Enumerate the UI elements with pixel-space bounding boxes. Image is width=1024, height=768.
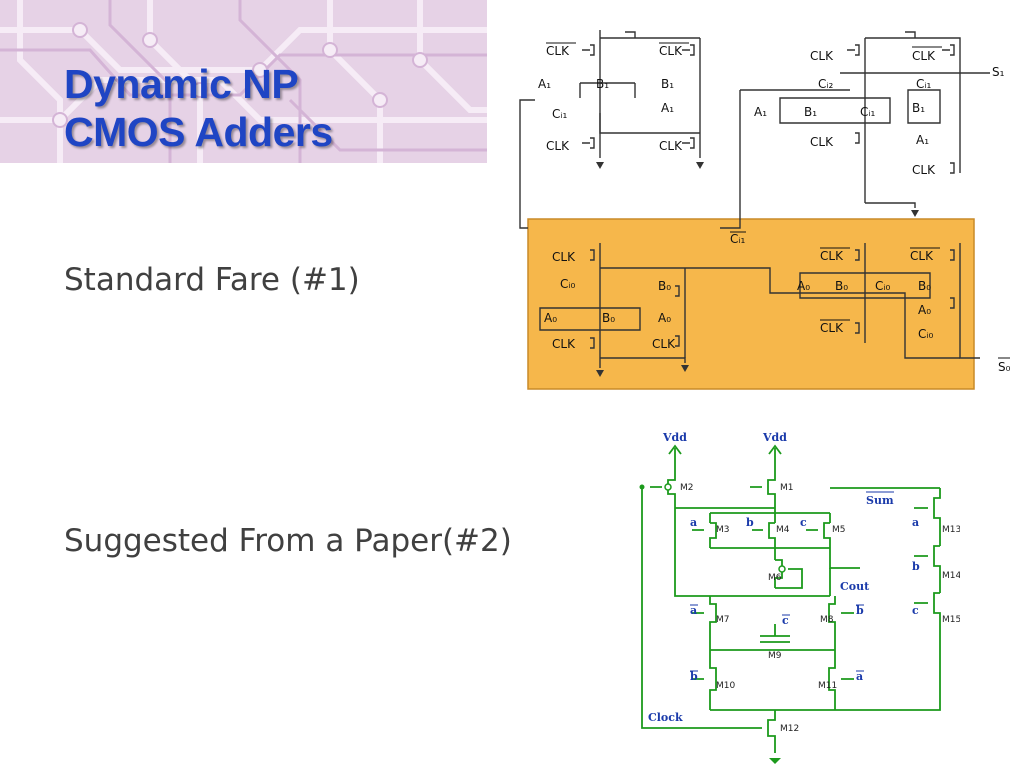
label-ci1: Cᵢ₁ (552, 107, 568, 121)
label-sum: Sum (866, 494, 894, 507)
label-a-m3: a (690, 516, 697, 529)
label-m13: M13 (942, 525, 960, 535)
label-a1-mid: A₁ (754, 105, 767, 119)
label-b-bar-m8: b (856, 604, 864, 617)
label-a-bar-m7: a (690, 604, 697, 617)
label-s1: S₁ (992, 65, 1005, 79)
label-a1-right: A₁ (916, 133, 929, 147)
label-m6: M6 (768, 573, 782, 583)
label-b1: B₁ (596, 77, 609, 91)
circuit-board-pattern (0, 0, 487, 163)
label-b0-bar: B₀ (658, 279, 671, 293)
label-b-m4: b (746, 516, 754, 529)
label-clk-6: CLK (652, 337, 676, 351)
label-clk-bar-2: CLK (659, 44, 683, 58)
label-m3: M3 (716, 525, 730, 535)
label-a-m13: a (912, 516, 919, 529)
label-a0: A₀ (544, 311, 557, 325)
label-clk-1: CLK (810, 49, 834, 63)
label-ci2: Cᵢ₂ (818, 77, 834, 91)
label-b1-bar: B₁ (661, 77, 674, 91)
label-c-m5: c (800, 516, 807, 529)
label-clk-bar-3: CLK (546, 139, 570, 153)
label-a1: A₁ (538, 77, 551, 91)
label-a-bar-m11: a (856, 670, 863, 683)
title-line-1: Dynamic NP (64, 61, 299, 107)
label-clk-bar-5: CLK (912, 49, 936, 63)
label-a1-bar: A₁ (661, 101, 674, 115)
label-clk-bar-7: CLK (910, 249, 934, 263)
label-m15: M15 (942, 615, 960, 625)
label-m12: M12 (780, 724, 799, 734)
title-line-2: CMOS Adders (64, 109, 333, 155)
label-m10: M10 (716, 681, 735, 691)
label-clk-5: CLK (552, 337, 576, 351)
label-m7: M7 (716, 615, 730, 625)
label-ci1-bar-output: Cᵢ₁ (730, 232, 746, 246)
label-b0-right: B₀ (918, 279, 931, 293)
label-ci0-right: Cᵢ₀ (918, 327, 934, 341)
label-clock: Clock (648, 711, 683, 724)
label-b-m14: b (912, 560, 920, 573)
label-clk-bar-1: CLK (546, 44, 570, 58)
label-m8: M8 (820, 615, 834, 625)
bullet-standard-fare: Standard Fare (#1) (64, 262, 360, 298)
label-clk-3: CLK (912, 163, 936, 177)
background-decoration (0, 0, 487, 163)
label-vdd-left: Vdd (662, 431, 687, 444)
label-m1: M1 (780, 483, 794, 493)
label-cout: Cout (840, 580, 870, 593)
label-clk-2: CLK (810, 135, 834, 149)
label-m9: M9 (768, 651, 782, 661)
np-cmos-adder-schematic: CLK CLK A₁ B₁ B₁ A₁ Cᵢ₁ CLK CLK CLK Cᵢ₂ … (519, 30, 1011, 390)
label-b-bar-m10: b (690, 670, 698, 683)
label-a0-mid: A₀ (797, 279, 810, 293)
label-clk-bar-8: CLK (820, 321, 844, 335)
label-ci1-mid: Cᵢ₁ (860, 105, 876, 119)
label-vdd-right: Vdd (762, 431, 787, 444)
label-a0-bar: A₀ (658, 311, 671, 325)
label-m11: M11 (818, 681, 837, 691)
label-ci0-mid: Cᵢ₀ (875, 279, 891, 293)
highlight-box (527, 218, 975, 390)
label-a0-right: A₀ (918, 303, 931, 317)
label-b1-mid: B₁ (804, 105, 817, 119)
label-b0: B₀ (602, 311, 615, 325)
label-m4: M4 (776, 525, 790, 535)
suggested-adder-schematic: Vdd Vdd Sum Cout Clock a b c a b c a b c… (639, 431, 960, 764)
label-m5: M5 (832, 525, 846, 535)
label-m2: M2 (680, 483, 694, 493)
label-s0: S₀ (998, 360, 1011, 374)
label-ci1-bar: Cᵢ₁ (916, 77, 932, 91)
slide-title: Dynamic NP CMOS Adders (64, 60, 333, 156)
label-b0-mid: B₀ (835, 279, 848, 293)
label-c-m15: c (912, 604, 919, 617)
label-clk-4: CLK (552, 250, 576, 264)
label-m14: M14 (942, 571, 960, 581)
label-c-bar-m9: c (782, 614, 789, 627)
bullet-suggested-paper: Suggested From a Paper(#2) (64, 523, 512, 559)
label-b1-right: B₁ (912, 101, 925, 115)
label-clk-bar-4: CLK (659, 139, 683, 153)
label-clk-bar-6: CLK (820, 249, 844, 263)
label-ci0: Cᵢ₀ (560, 277, 576, 291)
